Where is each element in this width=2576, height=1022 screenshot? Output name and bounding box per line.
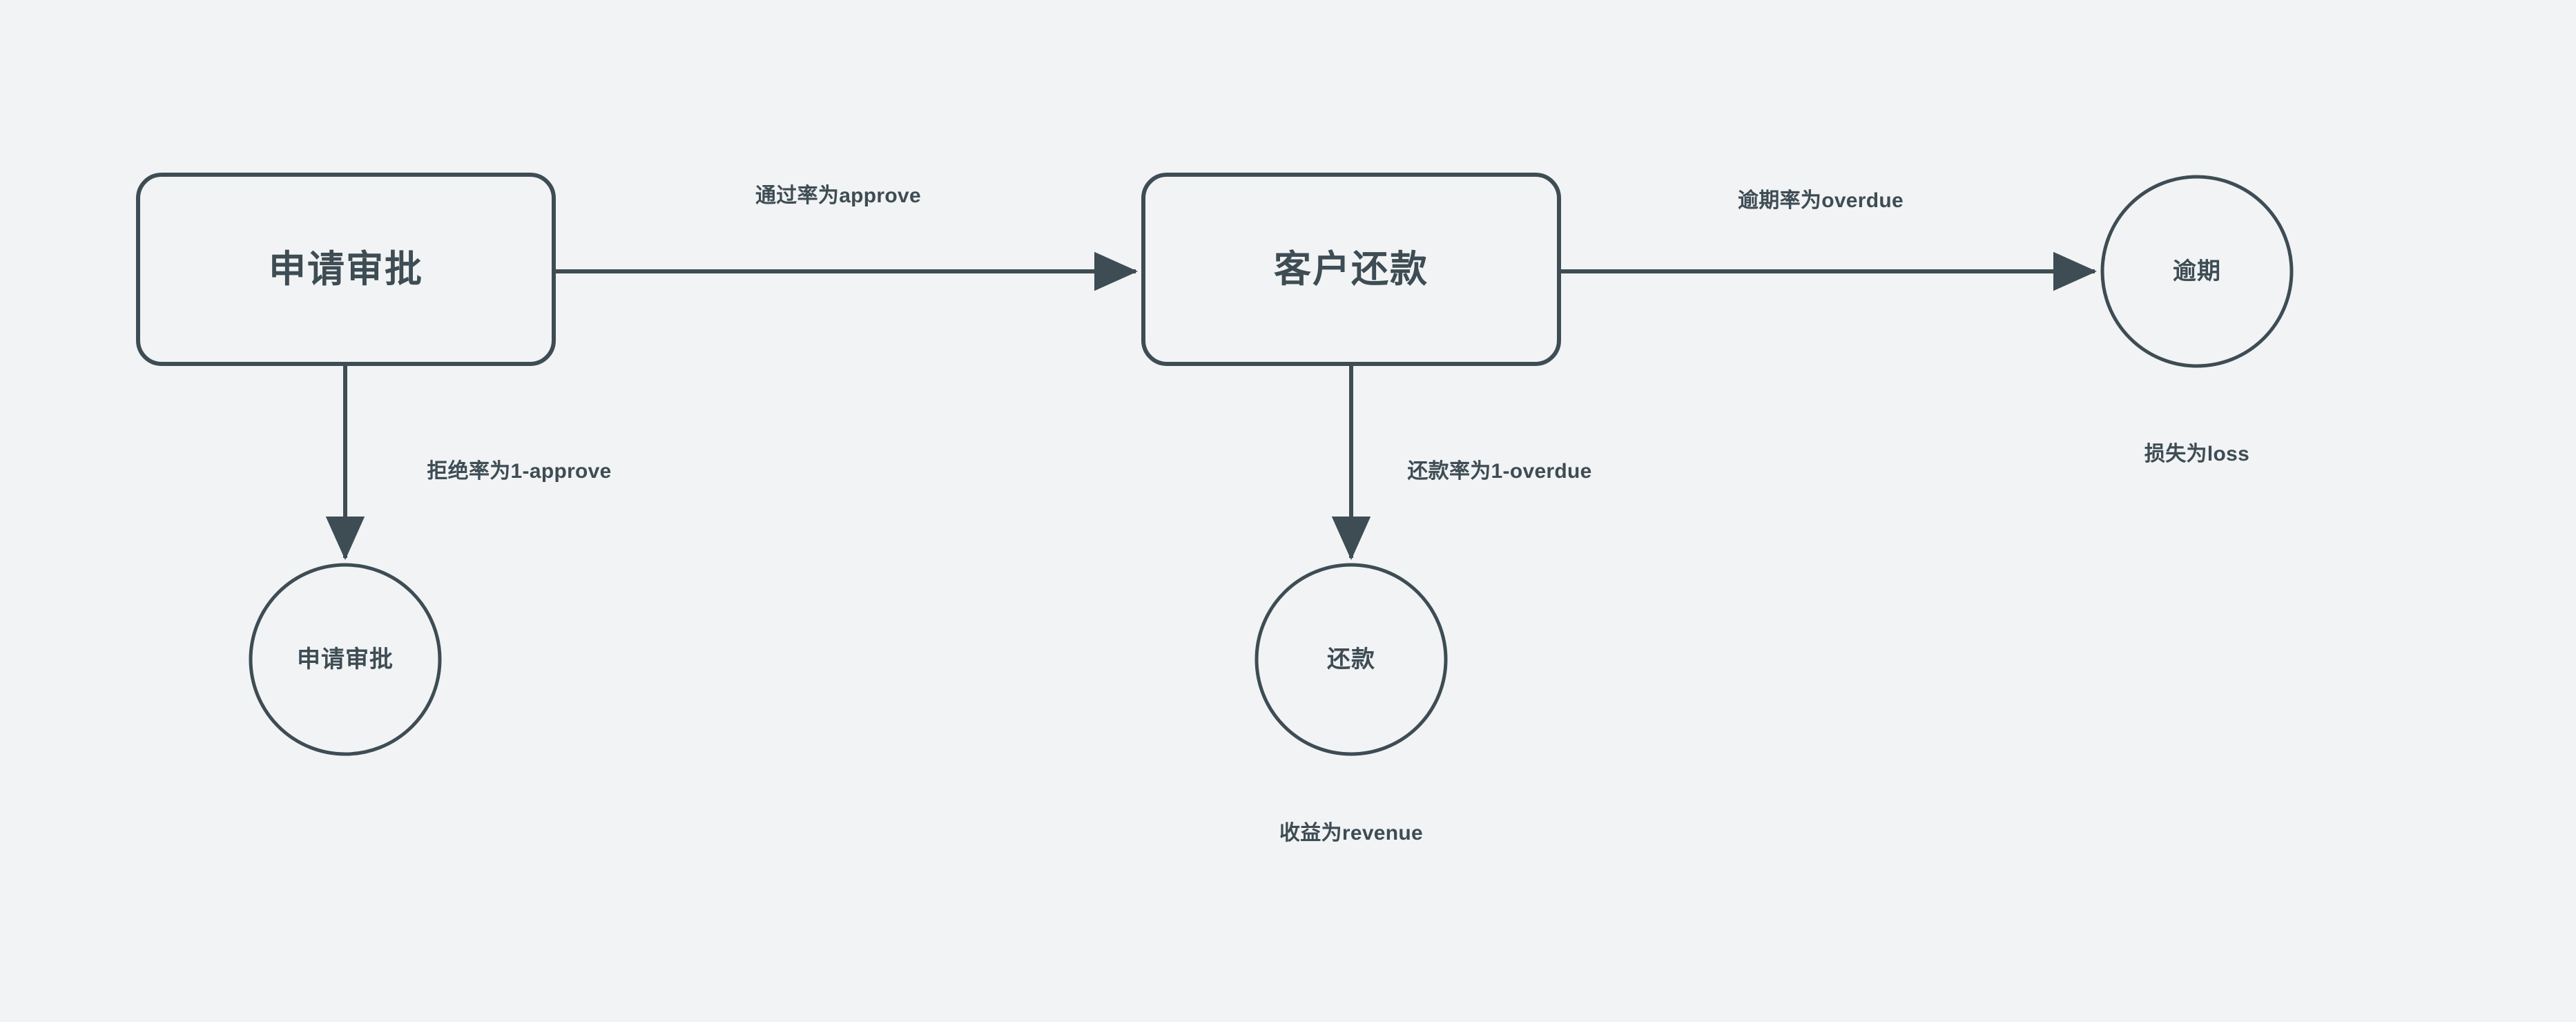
caption-loss: 损失为loss [2144, 443, 2250, 465]
edge-label-overdue: 逾期率为overdue [1737, 189, 1904, 212]
edge-label-repay: 还款率为1-overdue [1407, 460, 1592, 483]
node-shape-repaid[interactable] [1255, 563, 1448, 756]
node-shape-rejected[interactable] [249, 563, 442, 756]
edge-label-reject: 拒绝率为1-approve [427, 460, 612, 483]
node-shape-customer-repay[interactable] [1141, 173, 1561, 366]
edge-label-approve: 通过率为approve [755, 184, 922, 207]
node-shape-apply-approve[interactable] [136, 173, 556, 366]
node-shape-overdue[interactable] [2100, 175, 2294, 368]
caption-revenue: 收益为revenue [1279, 822, 1424, 845]
